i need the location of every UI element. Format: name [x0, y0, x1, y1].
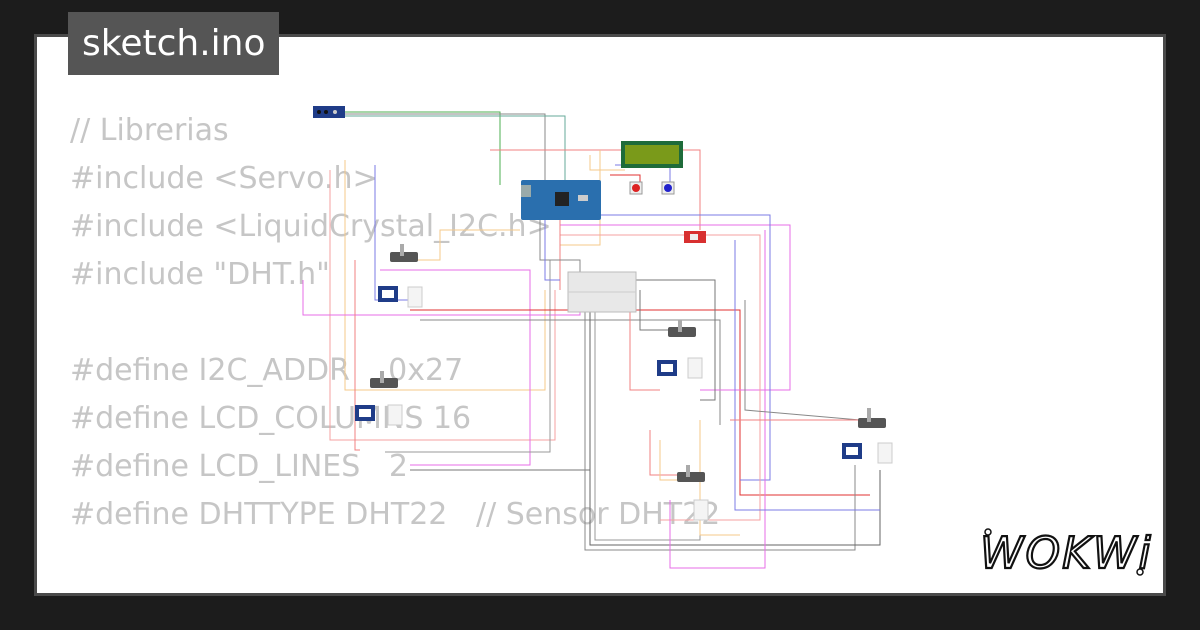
wire [354, 260, 360, 451]
dht22-sensor [877, 442, 893, 464]
wire [544, 205, 560, 281]
wire [744, 300, 861, 421]
lcd-display [621, 141, 683, 168]
wire [490, 149, 701, 230]
sensor-module [378, 286, 398, 302]
code-line: #define I2C_ADDR 0x27 [70, 353, 464, 388]
wire [590, 279, 716, 401]
wire [589, 300, 881, 546]
code-background: // Librerias #include <Servo.h> #include <… [70, 107, 993, 593]
dht22-sensor [387, 404, 403, 426]
wire [410, 309, 870, 496]
code-line: #include "DHT.h" [70, 257, 330, 292]
wire [385, 260, 551, 453]
wire [734, 240, 880, 511]
wire [345, 115, 566, 180]
push-button-blue [661, 181, 675, 195]
arduino-mega-board [521, 180, 601, 220]
dht22-sensor [687, 357, 703, 379]
wire [560, 234, 761, 521]
code-line: #define LCD_COLUMNS 16 [70, 401, 472, 436]
servo-motor [390, 244, 418, 262]
wire [589, 155, 625, 171]
wire [374, 165, 415, 301]
wire [659, 440, 680, 481]
servo-motor [370, 371, 398, 388]
wire [629, 295, 660, 391]
wire [345, 111, 501, 185]
wire [400, 229, 520, 261]
dht22-sensor [693, 499, 709, 521]
servo-motor [677, 465, 705, 482]
code-line: // Librerias [70, 113, 229, 148]
sketch-filename-label: sketch.ino [68, 12, 280, 75]
sensor-module [842, 443, 862, 459]
wire [649, 430, 685, 476]
code-line: #define DHTTYPE DHT22 // Sensor DHT22 [70, 497, 721, 532]
wire [380, 269, 531, 466]
sensor-module [355, 405, 375, 421]
wire [699, 420, 740, 536]
wire [580, 214, 771, 481]
wire [639, 290, 670, 331]
wire [594, 305, 701, 541]
code-line: LiquidCrystal_I2C lcd(I2C_ADDR, LCD_COLU… [70, 587, 993, 593]
circuit-diagram [302, 106, 893, 569]
wire [344, 160, 546, 391]
push-button-red [629, 181, 643, 195]
wokwi-logo: WOKWi [979, 527, 1152, 580]
sensor-module [657, 360, 677, 376]
wokwi-logo-text: WOKWi [980, 528, 1152, 579]
dht22-sensor [407, 286, 423, 308]
breadboard [567, 271, 637, 313]
wire [669, 230, 766, 569]
relay-module [684, 231, 706, 243]
wire [539, 215, 581, 275]
servo-motor [858, 408, 886, 428]
wire [329, 170, 556, 441]
servo-motor [668, 320, 696, 337]
wire [345, 113, 546, 182]
code-line: #include <LiquidCrystal_I2C.h> [70, 209, 552, 244]
code-line: #include <Servo.h> [70, 161, 378, 196]
code-line: #define LCD_LINES 2 [70, 449, 408, 484]
ir-sensor-module [313, 106, 345, 118]
preview-card: // Librerias #include <Servo.h> #include <… [34, 34, 1166, 596]
wire [584, 300, 856, 551]
